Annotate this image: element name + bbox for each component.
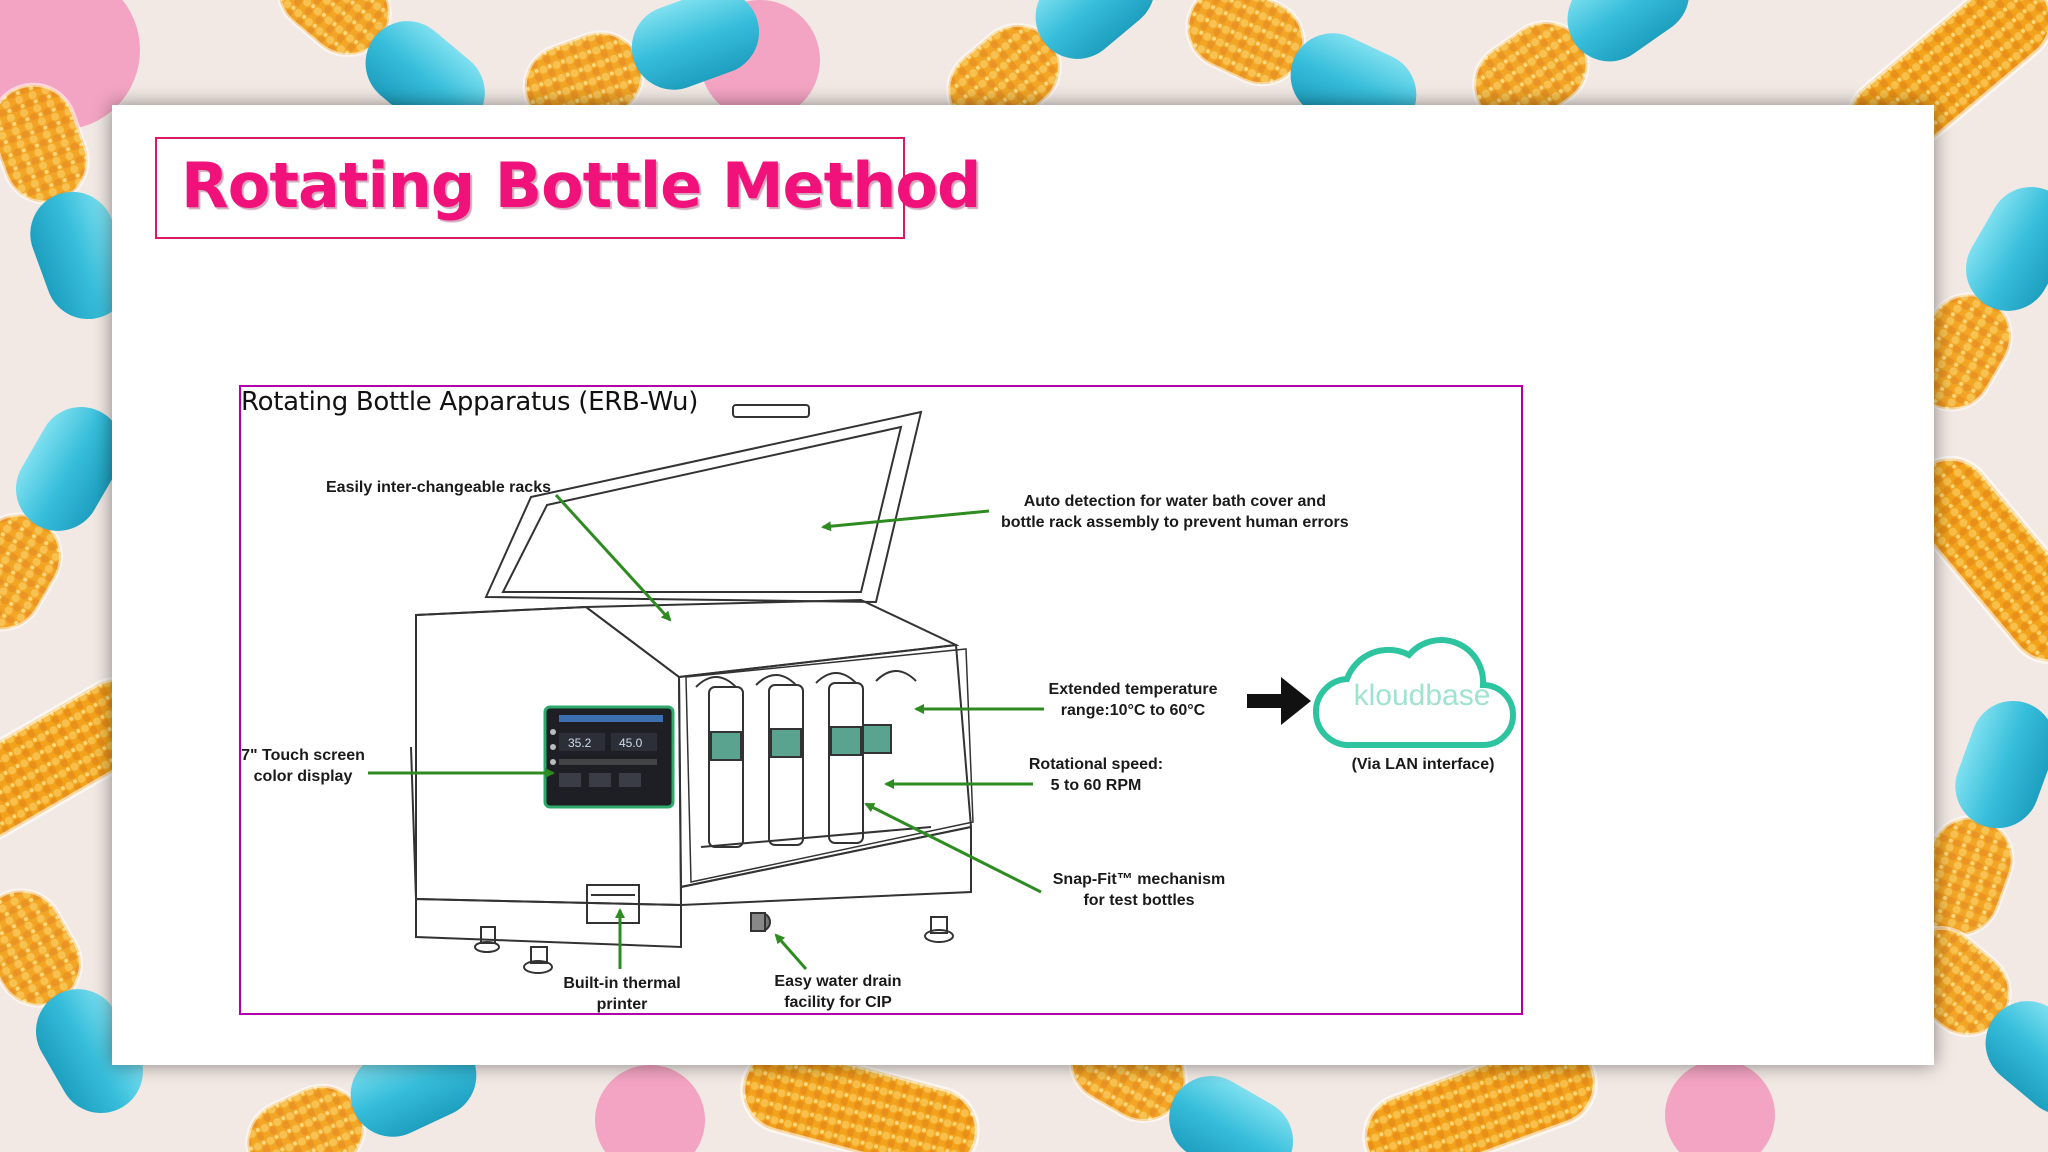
label-speed: Rotational speed: 5 to 60 RPM — [1021, 754, 1171, 796]
screen-readout: 35.2 — [568, 736, 592, 750]
apparatus-drawing: 35.2 45.0 — [368, 404, 1516, 974]
label-racks: Easily inter-changeable racks — [326, 479, 551, 496]
arrow-racks — [554, 493, 672, 622]
cloud-icon: kloudbase — [1313, 637, 1516, 749]
arrow-snap-fit — [864, 802, 1042, 894]
annotation-arrows — [368, 493, 1044, 970]
label-touch-screen-line1: 7" Touch screen — [241, 747, 365, 764]
label-speed-line2: 5 to 60 RPM — [1050, 777, 1142, 794]
label-printer-line1: Built-in thermal — [563, 975, 681, 992]
arrow-drain — [774, 933, 808, 970]
label-auto-detect: Auto detection for water bath cover and … — [1001, 491, 1349, 533]
apparatus-body — [410, 598, 974, 974]
kloudbase-logo: kloudbase — [1354, 679, 1491, 712]
label-drain: Easy water drain facility for CIP — [763, 971, 913, 1013]
label-auto-detect-line1: Auto detection for water bath cover and — [1023, 493, 1326, 510]
label-lan: (Via LAN interface) — [1351, 756, 1495, 773]
label-drain-line1: Easy water drain — [774, 973, 902, 990]
apparatus-figure: 35.2 45.0 — [239, 385, 1523, 1015]
label-touch-screen-line2: color display — [253, 768, 353, 785]
label-speed-line1: Rotational speed: — [1028, 756, 1164, 773]
label-touch-screen: 7" Touch screen color display — [241, 745, 365, 787]
label-snap-fit-line1: Snap-Fit™ mechanism — [1052, 871, 1226, 888]
label-printer-line2: printer — [596, 996, 648, 1013]
slide-title: Rotating Bottle Method — [181, 149, 981, 222]
label-temperature: Extended temperature range:10°C to 60°C — [1033, 679, 1233, 721]
apparatus-lid — [484, 404, 923, 604]
label-auto-detect-line2: bottle rack assembly to prevent human er… — [1001, 514, 1349, 531]
touch-screen-display: 35.2 45.0 — [543, 705, 675, 809]
label-snap-fit: Snap-Fit™ mechanism for test bottles — [1049, 869, 1229, 911]
figure-title: Rotating Bottle Apparatus (ERB-Wu) — [241, 387, 699, 417]
lan-arrow-icon — [1247, 677, 1311, 725]
arrow-auto-detect — [821, 509, 990, 532]
label-snap-fit-line2: for test bottles — [1083, 892, 1195, 909]
bottle-rack — [695, 670, 932, 848]
title-box: Rotating Bottle Method — [155, 137, 981, 239]
screen-readout: 45.0 — [619, 736, 643, 750]
label-temperature-line2: range:10°C to 60°C — [1060, 702, 1206, 719]
label-temperature-line1: Extended temperature — [1048, 681, 1218, 698]
label-drain-line2: facility for CIP — [784, 994, 892, 1011]
label-printer: Built-in thermal printer — [547, 973, 697, 1013]
